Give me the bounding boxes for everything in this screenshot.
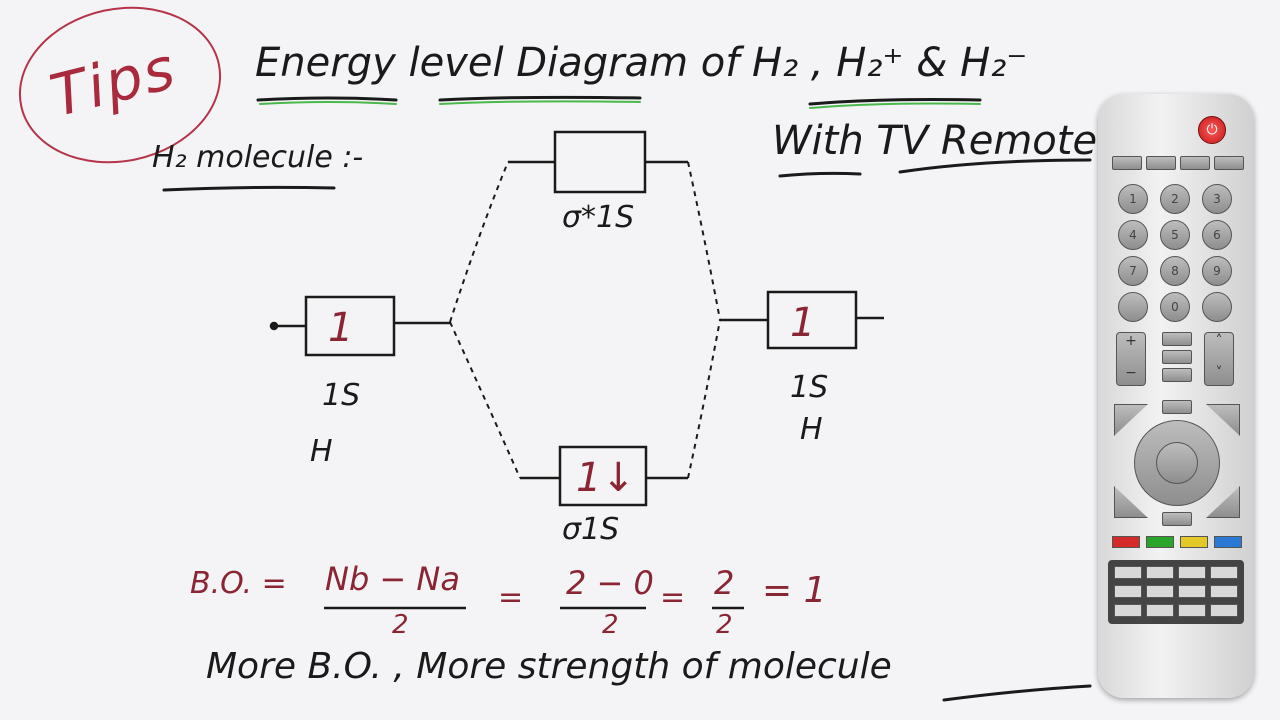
keypad-key[interactable]	[1114, 604, 1142, 617]
menu-key[interactable]	[1162, 368, 1192, 382]
right-atomic-orbital	[720, 290, 884, 350]
equals-sign: =	[660, 580, 686, 615]
left-orbital-label: 1S	[322, 378, 361, 413]
blank-key[interactable]	[1202, 292, 1232, 322]
info-key[interactable]	[1162, 400, 1192, 414]
section-heading: H₂ molecule :-	[152, 140, 364, 175]
menu-key[interactable]	[1162, 332, 1192, 346]
function-key[interactable]	[1112, 156, 1142, 170]
number-key-2[interactable]: 2	[1160, 184, 1190, 214]
keypad-key[interactable]	[1146, 566, 1174, 579]
menu-key[interactable]	[1162, 350, 1192, 364]
bond-order-numerator: Nb − Na	[325, 560, 460, 598]
number-key-9[interactable]: 9	[1202, 256, 1232, 286]
keypad-key[interactable]	[1178, 566, 1206, 579]
number-key-3[interactable]: 3	[1202, 184, 1232, 214]
number-key-4[interactable]: 4	[1118, 220, 1148, 250]
color-key[interactable]	[1146, 536, 1174, 548]
function-key[interactable]	[1146, 156, 1176, 170]
step3-numerator: 2	[714, 564, 735, 602]
bond-order-lhs: B.O. =	[190, 566, 287, 601]
volume-rocker[interactable]: +−	[1116, 332, 1146, 386]
color-key[interactable]	[1180, 536, 1208, 548]
dpad[interactable]	[1134, 420, 1220, 506]
antibonding-label: σ*1S	[562, 200, 635, 235]
right-orbital-label: 1S	[790, 370, 829, 405]
number-key-6[interactable]: 6	[1202, 220, 1232, 250]
keypad-key[interactable]	[1210, 585, 1238, 598]
channel-rocker[interactable]: ˄˅	[1204, 332, 1234, 386]
conclusion-text: More B.O. , More strength of molecule	[206, 646, 892, 687]
step3-denominator: 2	[716, 610, 733, 640]
left-electron: 1	[328, 305, 354, 351]
ok-button[interactable]	[1156, 442, 1198, 484]
keypad-key[interactable]	[1146, 604, 1174, 617]
keypad-key[interactable]	[1114, 585, 1142, 598]
bond-order-result: = 1	[762, 570, 827, 611]
number-key-8[interactable]: 8	[1160, 256, 1190, 286]
keypad-key[interactable]	[1178, 585, 1206, 598]
number-key-0[interactable]: 0	[1160, 292, 1190, 322]
number-key-5[interactable]: 5	[1160, 220, 1190, 250]
bond-order-denominator: 2	[392, 610, 409, 640]
left-atom-label: H	[310, 434, 333, 469]
right-atom-label: H	[800, 412, 823, 447]
equals-sign: =	[498, 580, 524, 615]
left-atomic-orbital	[269, 295, 450, 357]
keypad-key[interactable]	[1210, 566, 1238, 579]
power-button[interactable]: ⏻	[1198, 116, 1226, 144]
function-key[interactable]	[1180, 156, 1210, 170]
color-key[interactable]	[1112, 536, 1140, 548]
antibonding-orbital	[508, 130, 688, 194]
keypad-key[interactable]	[1114, 566, 1142, 579]
dashed-connectors	[449, 161, 721, 479]
keypad-key[interactable]	[1210, 604, 1238, 617]
step2-numerator: 2 − 0	[566, 564, 654, 602]
color-key[interactable]	[1214, 536, 1242, 548]
function-key[interactable]	[1214, 156, 1244, 170]
page-subtitle: With TV Remote	[772, 118, 1098, 164]
corner-key[interactable]	[1206, 404, 1240, 436]
number-key-1[interactable]: 1	[1118, 184, 1148, 214]
corner-key[interactable]	[1206, 486, 1240, 518]
corner-key[interactable]	[1114, 404, 1148, 436]
keypad-key[interactable]	[1146, 585, 1174, 598]
right-electron: 1	[790, 300, 816, 346]
title-underlines	[162, 95, 1092, 702]
corner-key[interactable]	[1114, 486, 1148, 518]
page-title: Energy level Diagram of H₂ , H₂⁺ & H₂⁻	[255, 40, 1028, 86]
bonding-electrons: 1↓	[576, 455, 635, 501]
number-key-7[interactable]: 7	[1118, 256, 1148, 286]
back-key[interactable]	[1162, 512, 1192, 526]
step2-denominator: 2	[602, 610, 619, 640]
bonding-label: σ1S	[562, 512, 620, 547]
blank-key[interactable]	[1118, 292, 1148, 322]
bonding-orbital	[520, 445, 688, 507]
keypad-key[interactable]	[1178, 604, 1206, 617]
